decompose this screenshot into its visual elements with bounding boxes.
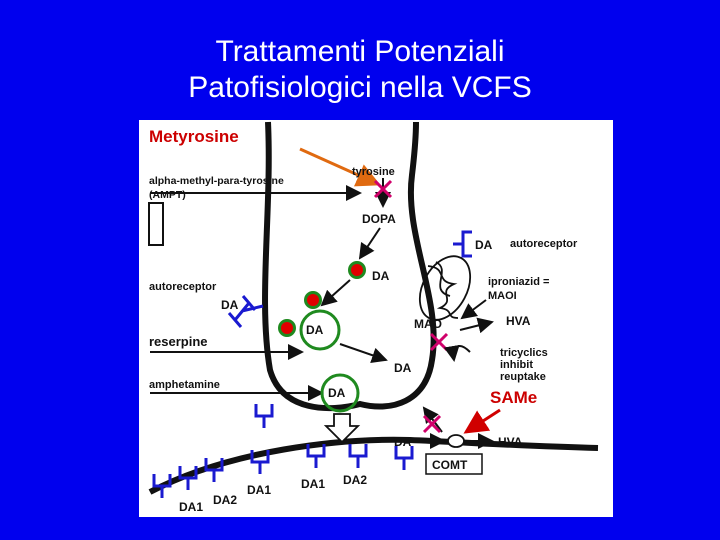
comt-box <box>425 453 483 475</box>
da1-label-1: DA1 <box>179 500 203 514</box>
autoreceptor-label-right: autoreceptor <box>510 238 578 250</box>
da-label-cleft: DA <box>394 435 412 449</box>
vesicle-dot-1 <box>348 261 366 279</box>
inhibit-mark-reuptake <box>422 414 442 434</box>
receptor-3 <box>204 458 224 482</box>
inhibit-mark-tyrosine <box>373 179 393 199</box>
postsynaptic-membrane <box>148 436 599 495</box>
slide-title: Trattamenti Potenziali Patofisiologici n… <box>0 34 720 106</box>
vesicle-dot-2 <box>304 291 322 309</box>
da2-label-1: DA2 <box>213 493 237 507</box>
postsynaptic-receptors <box>152 404 414 498</box>
tyrosine-label: tyrosine <box>352 166 395 178</box>
da2-label-2: DA2 <box>343 473 367 487</box>
comt-enzyme <box>447 434 465 448</box>
title-line-1: Trattamenti Potenziali <box>215 35 505 68</box>
presynaptic-autoreceptor-top <box>453 230 472 258</box>
title-line-2: Patofisiologici nella VCFS <box>188 71 532 104</box>
large-vesicle <box>299 309 341 351</box>
receptor-6 <box>306 444 326 468</box>
mao-to-hva-arrow <box>459 317 494 334</box>
vesicle-dot-3 <box>278 319 296 337</box>
vesicle-to-vesicle-arrow <box>320 279 351 307</box>
da-label-vesicle: DA <box>372 269 390 283</box>
da-label-amphetamine: DA <box>328 386 346 400</box>
reserpine-label: reserpine <box>149 334 208 349</box>
receptor-8 <box>394 446 414 470</box>
same-label: SAMe <box>490 388 537 407</box>
da1-label-2: DA1 <box>247 483 271 497</box>
autoreceptor-label-left: autoreceptor <box>149 281 217 293</box>
receptor-2 <box>178 466 198 490</box>
same-arrow <box>463 408 501 434</box>
receptor-1 <box>152 474 172 498</box>
receptor-5 <box>254 404 274 428</box>
presynaptic-terminal-outline <box>262 121 437 412</box>
ampt-label-line-2: (AMPT) <box>149 189 186 201</box>
iproniazid-label-line-1: iproniazid = <box>488 276 549 288</box>
cleft-reuptake-arrow <box>422 406 443 433</box>
metyrosine-arrow <box>299 147 381 187</box>
legend-box <box>148 202 164 246</box>
metyrosine-label: Metyrosine <box>149 127 239 146</box>
da-label-release: DA <box>394 361 412 375</box>
mitochondrion <box>418 255 472 321</box>
da-label-left: DA <box>221 298 239 312</box>
vesicle-to-release-arrow <box>339 343 388 363</box>
hva-label-top: HVA <box>506 314 531 328</box>
mao-label: MAO <box>414 317 442 331</box>
dopa-label: DOPA <box>362 212 396 226</box>
receptor-7 <box>348 444 368 468</box>
tricyclics-label-line-1: tricyclics <box>500 347 548 359</box>
receptor-4 <box>250 450 270 474</box>
da1-label-3: DA1 <box>301 477 325 491</box>
iproniazid-label-line-2: MAOI <box>488 290 517 302</box>
presynaptic-autoreceptor-left <box>227 295 264 328</box>
maoi-arrow <box>460 299 487 320</box>
dopa-to-vesicle-arrow <box>358 227 381 260</box>
da-label-top: DA <box>475 238 493 252</box>
amphetamine-vesicle <box>320 373 360 413</box>
tricyclics-label-line-2: inhibit <box>500 359 533 371</box>
ampt-label-line-1: alpha-methyl-para-tyrosine <box>149 175 284 187</box>
da-label-large-vesicle: DA <box>306 323 324 337</box>
tricyclics-label-line-3: reuptake <box>500 371 546 383</box>
reuptake-arrow <box>443 344 471 362</box>
comt-label: COMT <box>432 458 468 472</box>
release-arrow-outline <box>323 413 361 444</box>
amphetamine-label: amphetamine <box>149 379 220 391</box>
hva-label-bottom: HVA <box>498 435 523 449</box>
